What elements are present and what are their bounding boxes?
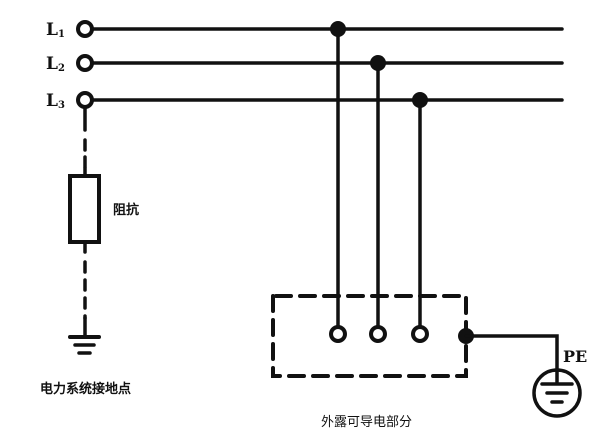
exposed-conductive-enclosure: [271, 294, 468, 378]
equipment-terminal-2: [369, 325, 387, 343]
pe-conductor: [464, 334, 559, 384]
junction-l1: [330, 21, 346, 37]
phase-label-l3: L3: [46, 91, 65, 111]
protective-earth-icon: [532, 368, 582, 418]
system-ground-icon: [68, 335, 101, 355]
impedance-label: 阻抗: [113, 202, 139, 218]
terminal-l2: [76, 54, 94, 72]
junction-l2: [370, 55, 386, 71]
system-ground-label: 电力系统接地点: [40, 381, 131, 397]
phase-label-l1: L1: [46, 20, 65, 40]
junction-l3: [412, 92, 428, 108]
phase-label-l2: L2: [46, 54, 65, 74]
terminal-l3: [76, 91, 94, 109]
equipment-terminal-1: [329, 325, 347, 343]
pe-label: PE: [563, 347, 587, 366]
equipment-terminal-3: [411, 325, 429, 343]
exposed-part-label: 外露可导电部分: [321, 415, 412, 430]
terminal-l1: [76, 20, 94, 38]
impedance-symbol: [68, 174, 101, 244]
